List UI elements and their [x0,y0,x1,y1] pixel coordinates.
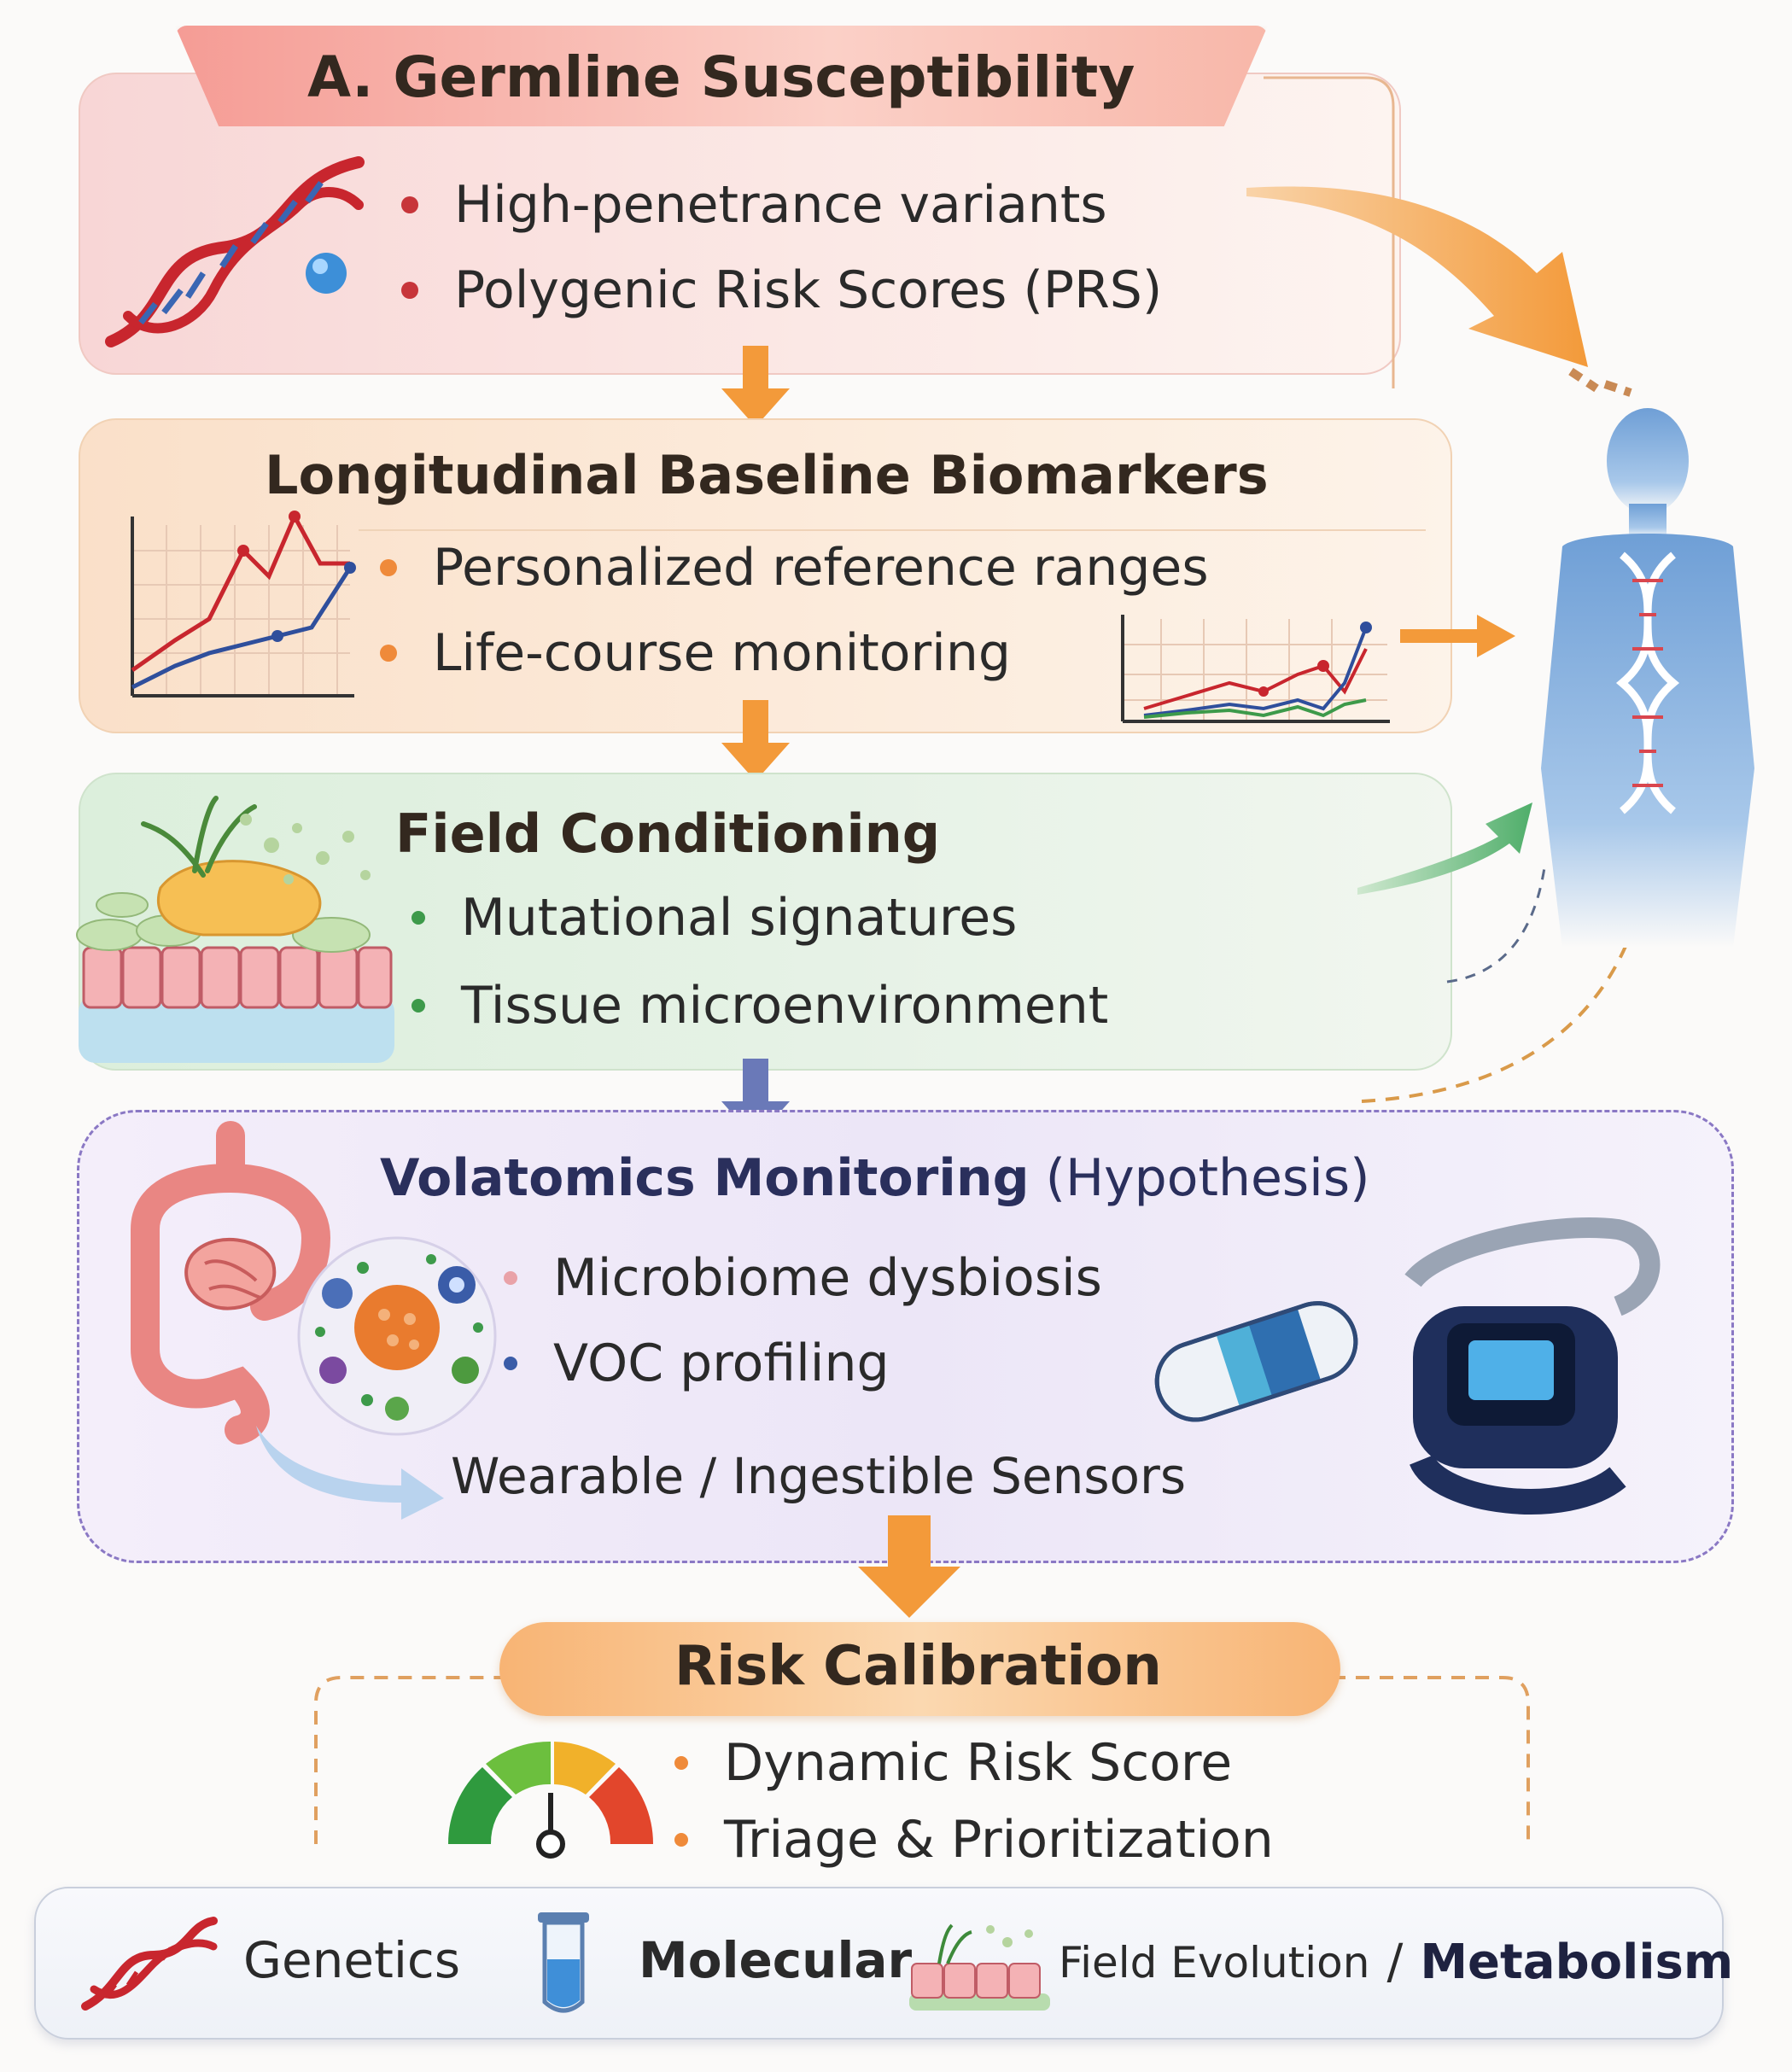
legend-bar [34,1887,1724,2040]
down-arrow-2 [721,700,790,781]
bullet-dot [401,196,418,213]
capsule-icon [1154,1301,1358,1422]
bullet-dot [401,282,418,299]
field-bullet-1: Mutational signatures [412,888,1017,948]
small-line-chart-icon [1121,615,1390,723]
germline-title: A. Germline Susceptibility [307,44,1135,110]
down-arrow-4 [858,1515,960,1618]
sensors-arrow [256,1426,444,1520]
bullet-dot [674,1833,688,1847]
line-chart-icon [131,511,356,697]
microbe-icon [297,1236,497,1436]
arrow-baseline-to-human [1400,615,1515,657]
tissue-icon [76,796,394,1063]
legend-dna-icon [81,1917,218,2011]
down-arrow-1 [721,346,790,427]
bullet-dot [504,1271,517,1285]
baseline-bullet-2: Life-course monitoring [380,623,1011,683]
risk-gauge-icon [447,1741,654,1859]
baseline-divider [359,529,1426,531]
volatomics-bullet-2: VOC profiling [504,1334,890,1393]
sensors-label: Wearable / Ingestible Sensors [451,1447,1187,1505]
legend-genetics: Genetics [243,1931,461,1989]
germline-bracket-line [1264,76,1395,388]
bullet-dot [674,1756,688,1770]
field-title: Field Conditioning [395,803,941,865]
baseline-bullet-1: Personalized reference ranges [380,538,1209,598]
volatomics-bullet-1: Microbiome dysbiosis [504,1248,1102,1308]
bullet-dot [380,645,397,662]
risk-title: Risk Calibration [674,1635,1162,1698]
germline-bullet-2: Polygenic Risk Scores (PRS) [401,260,1162,320]
bullet-dot [504,1357,517,1370]
baseline-title: Longitudinal Baseline Biomarkers [265,444,1269,506]
smartwatch-icon [1404,1217,1661,1515]
germline-title-banner [175,26,1268,126]
field-evolution-icon [909,1923,1050,2011]
legend-molecular: Molecular [639,1931,913,1989]
gut-icon [131,1121,331,1445]
test-tube-icon [538,1912,589,2013]
germline-bullet-1: High-penetrance variants [401,175,1107,235]
bullet-dot [380,559,397,576]
volatomics-title: Volatomics Monitoring (Hypothesis) [380,1148,1370,1208]
bullet-dot [412,999,425,1013]
human-figure-icon [1541,408,1754,948]
field-bullet-2: Tissue microenvironment [412,976,1108,1036]
dna-icon [105,156,365,347]
arrow-germline-to-human [1246,186,1632,397]
legend-field-evolution: Field Evolution / Metabolism [1059,1935,1734,1990]
arrow-field-to-human [1357,803,1532,895]
risk-bullet-2: Triage & Prioritization [674,1810,1274,1870]
risk-bracket [314,1676,1530,1844]
baseline-panel [79,418,1452,733]
risk-title-pill [499,1622,1340,1716]
risk-bullet-1: Dynamic Risk Score [674,1733,1232,1793]
bullet-dot [412,911,425,925]
